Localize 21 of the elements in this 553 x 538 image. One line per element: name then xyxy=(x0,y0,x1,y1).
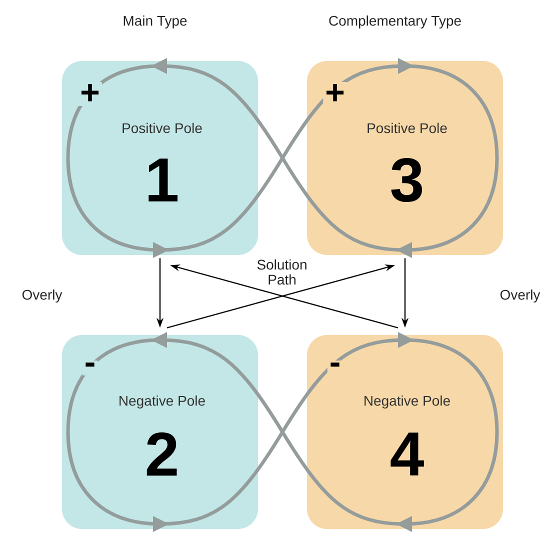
path-label: Solution Path xyxy=(257,259,306,285)
pole-number: 1 xyxy=(148,158,178,202)
pole-number: 2 xyxy=(146,432,177,476)
row-label: Overly xyxy=(500,289,540,303)
pole-box xyxy=(62,61,258,255)
pole-title: Positive Pole xyxy=(368,122,447,134)
pole-box xyxy=(62,335,258,529)
pole-sign: + xyxy=(323,82,347,106)
column-heading: Main Type xyxy=(124,15,187,29)
pole-sign: - xyxy=(82,360,98,376)
pole-number: 4 xyxy=(390,432,424,476)
pole-sign: - xyxy=(327,360,343,376)
pole-box xyxy=(307,335,503,529)
pole-title: Negative Pole xyxy=(364,395,450,409)
column-heading: Complementary Type xyxy=(329,15,461,29)
pole-sign: + xyxy=(78,82,102,106)
row-label: Overly xyxy=(22,289,62,303)
pole-number: 3 xyxy=(391,158,422,202)
pole-title: Positive Pole xyxy=(122,122,202,134)
pole-title: Negative Pole xyxy=(120,395,205,409)
pole-box xyxy=(307,61,503,255)
